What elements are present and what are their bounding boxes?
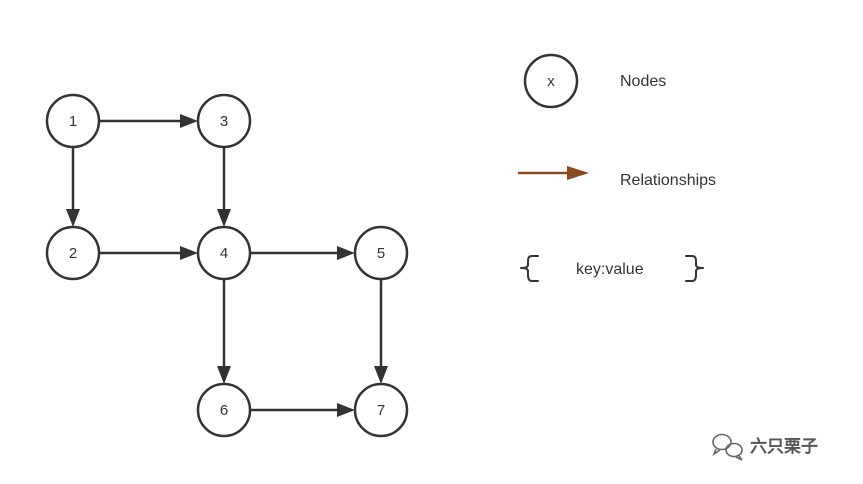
edge-4-6 xyxy=(217,279,231,384)
edge-2-4 xyxy=(99,246,198,260)
node-3: 3 xyxy=(196,93,252,149)
arrowhead xyxy=(374,366,388,384)
node-circle xyxy=(196,93,252,149)
node-label: 3 xyxy=(220,113,228,130)
node-circle xyxy=(196,225,252,281)
edge-4-5 xyxy=(250,246,355,260)
node-1: 1 xyxy=(45,93,101,149)
legend-node: x Nodes xyxy=(523,53,666,109)
node-label: 7 xyxy=(377,402,385,419)
node-circle xyxy=(45,93,101,149)
node-7: 7 xyxy=(353,382,409,438)
nodes-layer: 1 2 3 4 5 6 7 xyxy=(45,93,409,438)
edge-5-7 xyxy=(374,279,388,384)
legend-nodes-label: Nodes xyxy=(620,73,666,90)
left-brace-icon xyxy=(520,255,539,282)
edge-6-7 xyxy=(250,403,355,417)
node-5: 5 xyxy=(353,225,409,281)
node-6: 6 xyxy=(196,382,252,438)
legend-node-symbol: x xyxy=(547,73,555,90)
legend-node-circle xyxy=(523,53,579,109)
edge-3-4 xyxy=(217,147,231,227)
arrowhead xyxy=(337,246,355,260)
arrowhead xyxy=(180,114,198,128)
node-circle xyxy=(353,382,409,438)
arrowhead xyxy=(180,246,198,260)
wechat-icon xyxy=(712,433,743,461)
node-label: 1 xyxy=(69,113,77,130)
arrowhead xyxy=(217,366,231,384)
legend-property: key:value xyxy=(520,255,704,282)
node-circle xyxy=(353,225,409,281)
edges-layer xyxy=(66,114,388,417)
arrowhead xyxy=(217,209,231,227)
right-brace-icon xyxy=(685,255,704,282)
watermark: 六只栗子 xyxy=(712,433,818,461)
node-label: 6 xyxy=(220,402,228,419)
node-label: 5 xyxy=(377,245,385,262)
node-2: 2 xyxy=(45,225,101,281)
node-circle xyxy=(45,225,101,281)
watermark-text: 六只栗子 xyxy=(750,436,818,456)
legend: x Nodes Relationships key:value xyxy=(518,53,716,282)
edge-1-3 xyxy=(99,114,198,128)
legend-relationships-label: Relationships xyxy=(620,172,716,189)
node-label: 4 xyxy=(220,245,228,262)
legend-property-text: key:value xyxy=(576,261,644,278)
node-4: 4 xyxy=(196,225,252,281)
arrowhead xyxy=(66,209,80,227)
edge-1-2 xyxy=(66,147,80,227)
legend-relationship-arrowhead xyxy=(567,166,589,180)
legend-relationship: Relationships xyxy=(518,166,716,189)
node-circle xyxy=(196,382,252,438)
arrowhead xyxy=(337,403,355,417)
node-label: 2 xyxy=(69,245,77,262)
